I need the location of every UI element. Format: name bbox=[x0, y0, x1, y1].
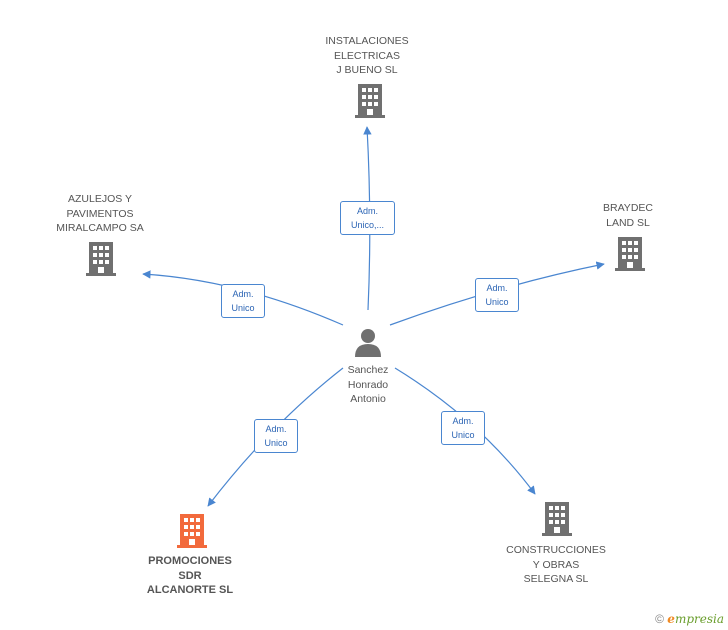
edge-label-promociones[interactable]: Adm. Unico bbox=[254, 419, 298, 453]
company-name-line: AZULEJOS Y bbox=[68, 193, 132, 205]
brand-e: e bbox=[667, 612, 675, 626]
company-label-instalaciones[interactable]: INSTALACIONES ELECTRICAS J BUENO SL bbox=[310, 34, 424, 78]
copyright-symbol: © bbox=[655, 612, 664, 626]
company-label-construcciones[interactable]: CONSTRUCCIONES Y OBRAS SELEGNA SL bbox=[500, 543, 612, 587]
company-name-line: ELECTRICAS bbox=[334, 49, 400, 62]
center-name-line: Antonio bbox=[350, 393, 386, 405]
edge-label-line: Adm. bbox=[232, 289, 254, 299]
company-name-line: MIRALCAMPO SA bbox=[56, 222, 144, 234]
edge-label-line: Adm. bbox=[265, 424, 287, 434]
edge-label-line: Unico bbox=[264, 438, 288, 448]
company-name-line: SELEGNA SL bbox=[523, 573, 589, 585]
center-person-label: Sanchez Honrado Antonio bbox=[333, 363, 403, 407]
edge-label-construcciones[interactable]: Adm. Unico bbox=[441, 411, 485, 445]
building-icon-braydec[interactable] bbox=[615, 237, 645, 271]
edge-label-line: Unico bbox=[485, 297, 509, 307]
company-name-line: LAND SL bbox=[606, 216, 650, 229]
edge-label-instalaciones[interactable]: Adm. Unico,... bbox=[340, 201, 395, 235]
edge-label-line: Unico bbox=[231, 303, 255, 313]
brand-rest: mpresia bbox=[674, 612, 724, 626]
building-icon-azulejos[interactable] bbox=[86, 242, 116, 276]
company-label-azulejos[interactable]: AZULEJOS Y PAVIMENTOS MIRALCAMPO SA bbox=[44, 192, 156, 236]
edge-label-line: Adm. bbox=[452, 416, 474, 426]
person-head bbox=[361, 329, 375, 343]
company-label-promociones[interactable]: PROMOCIONES SDR ALCANORTE SL bbox=[130, 554, 250, 598]
company-name-line: PAVIMENTOS bbox=[66, 207, 134, 220]
building-icon-promociones[interactable] bbox=[177, 514, 207, 548]
person-icon[interactable] bbox=[355, 329, 381, 357]
edge-label-line: Adm. bbox=[356, 206, 378, 216]
company-name-line: CONSTRUCCIONES bbox=[506, 544, 606, 556]
company-name-line: INSTALACIONES bbox=[325, 35, 409, 47]
person-body bbox=[355, 344, 381, 357]
edge-label-line: Unico bbox=[451, 430, 475, 440]
empresia-brand: © empresia bbox=[655, 612, 724, 626]
center-name-line: Sanchez bbox=[347, 364, 389, 376]
company-name-line: J BUENO SL bbox=[336, 64, 398, 76]
building-icon-construcciones[interactable] bbox=[542, 502, 572, 536]
edge-label-line: Adm. bbox=[486, 283, 508, 293]
company-name-line: Y OBRAS bbox=[532, 558, 580, 571]
edge-label-azulejos[interactable]: Adm. Unico bbox=[221, 284, 265, 318]
company-name-line: PROMOCIONES bbox=[148, 555, 232, 567]
company-name-line: SDR bbox=[178, 569, 202, 582]
edge-label-line: Unico,... bbox=[350, 220, 384, 230]
building-icon-instalaciones[interactable] bbox=[355, 84, 385, 118]
company-label-braydec[interactable]: BRAYDEC LAND SL bbox=[588, 201, 668, 230]
center-name-line: Honrado bbox=[347, 378, 389, 391]
company-name-line: BRAYDEC bbox=[603, 202, 653, 214]
edge-label-braydec[interactable]: Adm. Unico bbox=[475, 278, 519, 312]
company-name-line: ALCANORTE SL bbox=[146, 584, 234, 596]
